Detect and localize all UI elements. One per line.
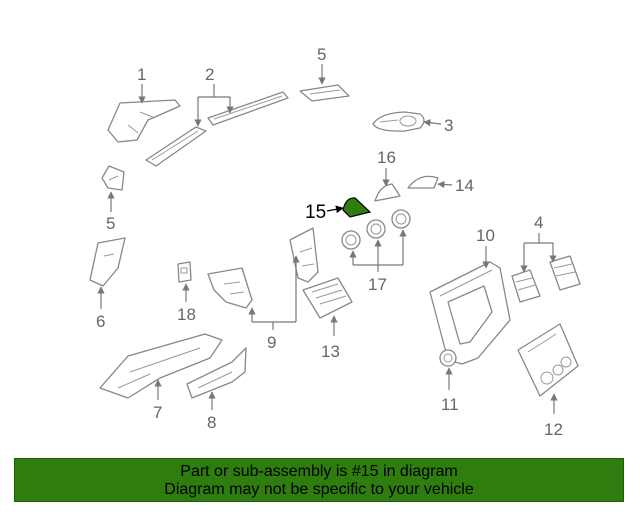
- callout-11: 11: [441, 367, 459, 414]
- part-3-handle[interactable]: [372, 111, 425, 132]
- callout-10: 10: [476, 226, 495, 269]
- callout-13: 13: [321, 315, 340, 361]
- svg-text:11: 11: [441, 395, 459, 414]
- part-12-control-panel[interactable]: [517, 323, 579, 397]
- parts-diagram: 1 2 5 3 5: [89, 45, 581, 439]
- svg-text:7: 7: [153, 403, 162, 422]
- part-5-cover-left[interactable]: [101, 165, 125, 191]
- part-14-cover[interactable]: [407, 175, 439, 189]
- callout-4: 4: [520, 213, 557, 273]
- callout-6: 6: [96, 286, 105, 331]
- part-16-cover[interactable]: [374, 183, 401, 202]
- callout-1: 1: [137, 65, 146, 104]
- svg-text:14: 14: [455, 176, 474, 195]
- callout-7: 7: [153, 379, 162, 422]
- callout-18: 18: [177, 283, 196, 324]
- info-banner: Part or sub-assembly is #15 in diagram D…: [14, 458, 624, 502]
- callout-17: 17: [349, 229, 407, 294]
- svg-text:12: 12: [544, 420, 563, 439]
- part-8-trim-panel[interactable]: [186, 347, 247, 399]
- part-9-brackets[interactable]: [207, 227, 319, 309]
- part-2-garnish-strips[interactable]: [145, 91, 289, 167]
- part-17-knobs[interactable]: [341, 209, 411, 250]
- callout-2: 2: [194, 65, 234, 127]
- svg-text:2: 2: [205, 65, 214, 84]
- part-18-clip[interactable]: [177, 261, 192, 283]
- part-5-cover-top[interactable]: [299, 84, 350, 102]
- svg-text:8: 8: [207, 413, 216, 432]
- svg-text:16: 16: [377, 148, 396, 167]
- svg-text:1: 1: [137, 65, 146, 84]
- svg-text:9: 9: [267, 333, 276, 352]
- callout-5-left: 5: [106, 191, 115, 233]
- svg-text:6: 6: [96, 312, 105, 331]
- banner-line-1: Part or sub-assembly is #15 in diagram: [180, 463, 458, 480]
- svg-text:3: 3: [444, 116, 453, 135]
- part-11-knob[interactable]: [439, 349, 457, 367]
- part-4-vents[interactable]: [511, 255, 581, 303]
- svg-text:4: 4: [534, 213, 543, 232]
- callout-14: 14: [437, 176, 474, 195]
- svg-text:17: 17: [368, 275, 387, 294]
- part-7-console-side[interactable]: [99, 333, 223, 399]
- callout-12: 12: [544, 393, 563, 439]
- svg-text:15: 15: [305, 202, 326, 223]
- banner-line-2: Diagram may not be specific to your vehi…: [164, 481, 474, 498]
- svg-text:13: 13: [321, 342, 340, 361]
- svg-text:10: 10: [476, 226, 495, 245]
- callout-8: 8: [207, 391, 216, 432]
- svg-text:18: 18: [177, 305, 196, 324]
- part-13-vent[interactable]: [302, 277, 353, 319]
- callout-15: 15: [305, 202, 344, 223]
- svg-text:5: 5: [317, 45, 326, 64]
- callout-5-top: 5: [317, 45, 326, 85]
- callout-16: 16: [377, 148, 396, 187]
- callout-3: 3: [423, 116, 453, 135]
- svg-text:5: 5: [106, 214, 115, 233]
- part-1-pillar-trim[interactable]: [107, 99, 181, 143]
- part-6-lower-trim[interactable]: [89, 237, 126, 287]
- callout-9: 9: [248, 255, 300, 352]
- part-10-bezel[interactable]: [429, 261, 511, 365]
- part-15-highlighted[interactable]: [342, 197, 372, 218]
